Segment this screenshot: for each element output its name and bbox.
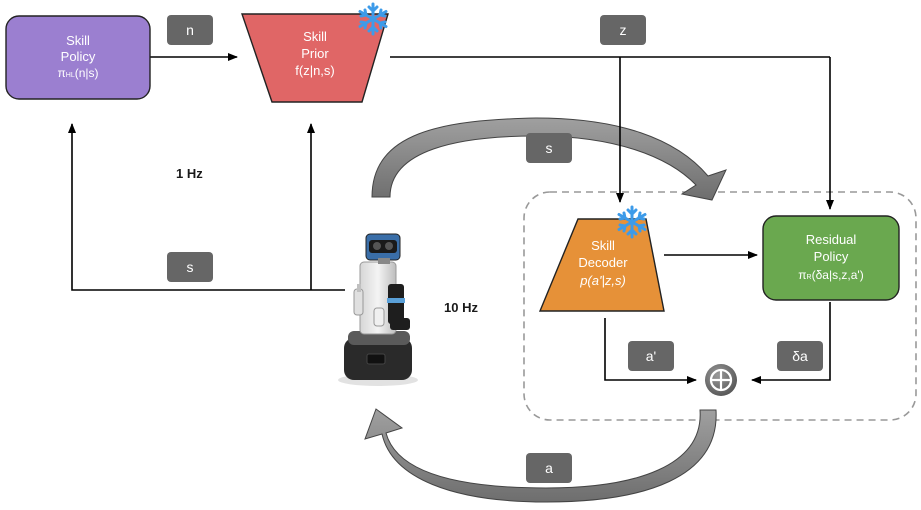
svg-text:z: z bbox=[620, 22, 627, 38]
label-a-prime: a' bbox=[628, 341, 674, 371]
svg-text:s: s bbox=[546, 140, 553, 156]
label-s-left: s bbox=[167, 252, 213, 282]
skill-decoder-block: Skill Decoder p(a'|z,s) bbox=[538, 218, 665, 312]
svg-text:a: a bbox=[545, 460, 553, 476]
label-a-bottom: a bbox=[526, 453, 572, 483]
rate-label-high-level: 1 Hz bbox=[176, 166, 203, 181]
svg-text:δa: δa bbox=[792, 348, 808, 364]
skill-decoder-title-line2: Decoder bbox=[578, 255, 628, 270]
label-n: n bbox=[167, 15, 213, 45]
snowflake-icon bbox=[617, 205, 647, 239]
state-loop-arrow-top bbox=[371, 117, 727, 201]
label-z: z bbox=[600, 15, 646, 45]
skill-decoder-formula: p(a'|z,s) bbox=[579, 273, 626, 288]
sum-node bbox=[705, 364, 737, 396]
skill-prior-title-line1: Skill bbox=[303, 29, 327, 44]
skill-prior-title-line2: Prior bbox=[301, 46, 329, 61]
connection-lines bbox=[68, 53, 834, 384]
label-s-top: s bbox=[526, 133, 572, 163]
line-state-feedback bbox=[68, 123, 345, 291]
residual-policy-title-line2: Policy bbox=[814, 249, 849, 264]
snowflake-icon bbox=[358, 2, 388, 36]
rate-label-low-level: 10 Hz bbox=[444, 300, 478, 315]
skill-policy-formula: πHL(n|s) bbox=[57, 66, 98, 80]
skill-policy-title-line2: Policy bbox=[61, 49, 96, 64]
skill-policy-block: Skill Policy πHL(n|s) bbox=[5, 15, 151, 100]
label-delta-a: δa bbox=[777, 341, 823, 371]
residual-policy-block: Residual Policy πR(δa|s,z,a') bbox=[762, 215, 900, 301]
skill-policy-title-line1: Skill bbox=[66, 33, 90, 48]
action-loop-arrow-bottom bbox=[364, 408, 717, 503]
skill-decoder-title-line1: Skill bbox=[591, 238, 615, 253]
skill-prior-block: Skill Prior f(z|n,s) bbox=[241, 13, 389, 103]
skill-prior-formula: f(z|n,s) bbox=[295, 63, 335, 78]
svg-text:s: s bbox=[187, 259, 194, 275]
robot-icon bbox=[338, 233, 418, 386]
residual-policy-title-line1: Residual bbox=[806, 232, 857, 247]
svg-text:n: n bbox=[186, 22, 194, 38]
residual-policy-formula: πR(δa|s,z,a') bbox=[798, 268, 863, 282]
arrow-decoder-to-sum bbox=[604, 318, 697, 384]
arrow-residual-to-sum bbox=[751, 302, 831, 384]
svg-text:a': a' bbox=[646, 348, 656, 364]
low-level-controller-container bbox=[523, 191, 917, 421]
